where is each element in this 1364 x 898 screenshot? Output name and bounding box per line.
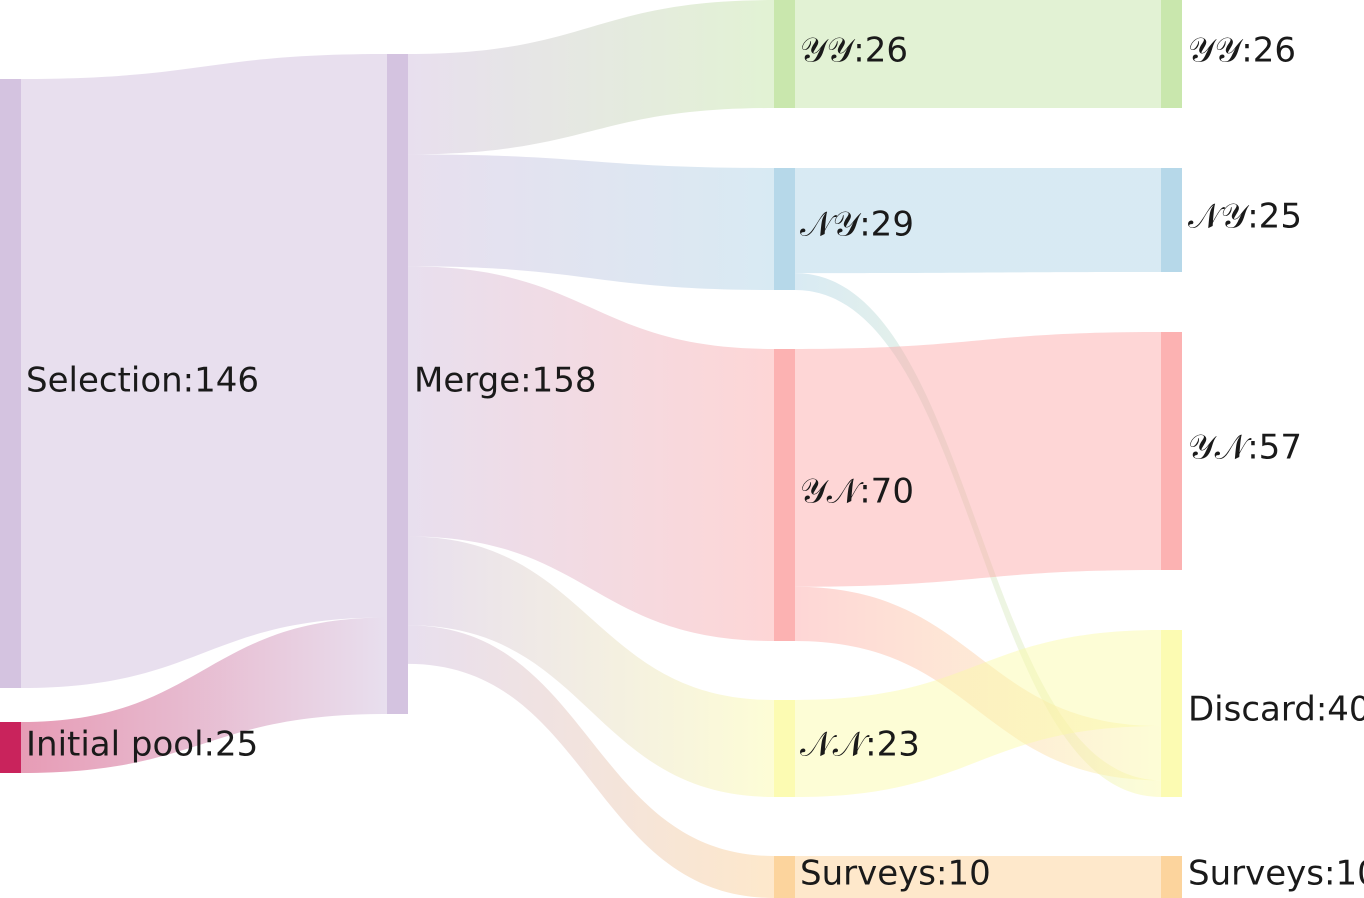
link-merge-to-nn1 bbox=[408, 536, 774, 797]
node-label-selection: Selection:146 bbox=[26, 361, 259, 401]
node-merge bbox=[387, 54, 408, 714]
node-ny2 bbox=[1161, 168, 1182, 272]
node-yn1 bbox=[774, 349, 795, 641]
link-merge-to-ny1 bbox=[408, 154, 774, 290]
node-yy2 bbox=[1161, 0, 1182, 108]
link-yn1-to-yn2 bbox=[795, 332, 1161, 587]
link-surveys1-to-surveys2 bbox=[795, 856, 1161, 898]
link-ny1-to-ny2 bbox=[795, 168, 1161, 274]
node-yy1 bbox=[774, 0, 795, 108]
node-label-merge: Merge:158 bbox=[414, 361, 596, 401]
node-label-ny2: 𝒩𝒴:25 bbox=[1188, 197, 1302, 237]
link-merge-to-surveys1 bbox=[408, 625, 774, 898]
node-label-surveys1: Surveys:10 bbox=[800, 854, 991, 894]
node-discard bbox=[1161, 630, 1182, 797]
node-surveys1 bbox=[774, 856, 795, 898]
links-layer bbox=[21, 0, 1161, 898]
node-label-initial: Initial pool:25 bbox=[26, 725, 258, 765]
node-label-yn1: 𝒴𝒩:70 bbox=[800, 472, 914, 512]
node-label-discard: Discard:40 bbox=[1188, 690, 1364, 730]
link-merge-to-yn1 bbox=[408, 266, 774, 641]
nodes-layer bbox=[0, 0, 1182, 898]
node-label-yy2: 𝒴𝒴:26 bbox=[1188, 31, 1296, 71]
node-yn2 bbox=[1161, 332, 1182, 570]
node-nn1 bbox=[774, 700, 795, 797]
link-initial-to-merge bbox=[21, 617, 387, 773]
node-initial bbox=[0, 722, 21, 773]
link-selection-to-merge bbox=[21, 54, 387, 688]
node-selection bbox=[0, 79, 21, 688]
node-surveys2 bbox=[1161, 856, 1182, 898]
link-merge-to-yy1 bbox=[408, 0, 774, 155]
node-label-yn2: 𝒴𝒩:57 bbox=[1188, 428, 1302, 468]
link-yy1-to-yy2 bbox=[795, 0, 1161, 108]
node-label-ny1: 𝒩𝒴:29 bbox=[800, 205, 914, 245]
node-label-nn1: 𝒩𝒩:23 bbox=[800, 725, 920, 765]
link-nn1-to-discard bbox=[795, 630, 1161, 797]
node-label-surveys2: Surveys:10 bbox=[1188, 854, 1364, 894]
node-ny1 bbox=[774, 168, 795, 290]
node-label-yy1: 𝒴𝒴:26 bbox=[800, 31, 908, 71]
